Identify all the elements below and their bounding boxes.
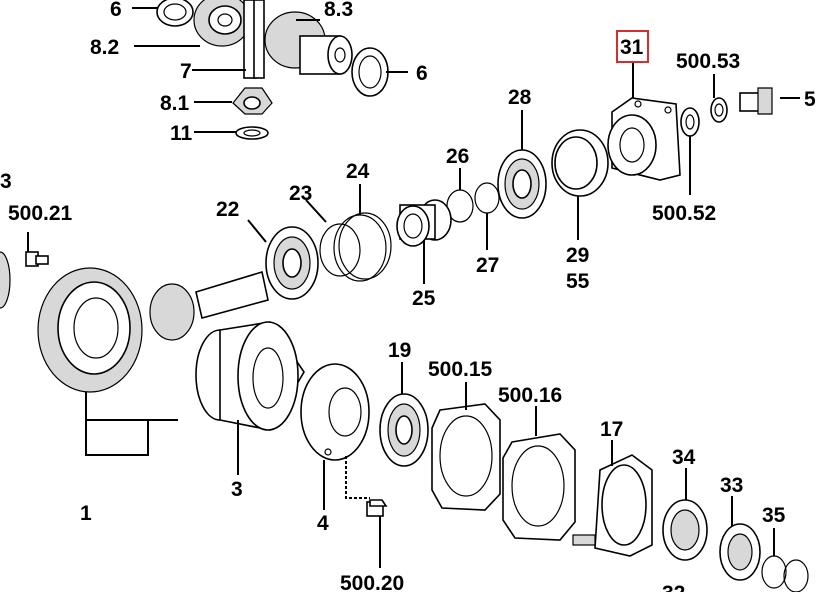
part-7-cross-shaft	[243, 0, 265, 79]
label-500-20: 500.20	[340, 572, 404, 592]
part-8-1-pinion-gear	[232, 87, 273, 115]
part-29-55-seal	[551, 129, 609, 197]
label-24: 24	[346, 160, 370, 183]
part-500-21-bolt	[25, 251, 49, 267]
label-11: 11	[170, 122, 193, 145]
part-25-sleeve	[396, 199, 452, 247]
leader-lines	[27, 7, 800, 568]
part-3-housing	[195, 321, 305, 431]
part-11-thrust-washer	[235, 126, 269, 140]
part-500-53-ring	[710, 97, 728, 123]
part-500-15-gasket	[431, 403, 501, 511]
part-8-2-side-gear	[193, 0, 251, 47]
label-35: 35	[762, 504, 786, 527]
label-28: 28	[508, 86, 532, 109]
label-6-a: 6	[110, 0, 122, 21]
part-1-crown-wheel	[37, 267, 143, 393]
part-pinion-shaft	[149, 270, 269, 341]
part-6-washer-top-right	[351, 47, 389, 97]
label-22: 22	[216, 198, 239, 221]
part-27-ring	[474, 182, 500, 214]
label-clipped-3: 3	[0, 170, 12, 193]
label-26: 26	[446, 145, 469, 168]
label-31: 31	[620, 36, 644, 59]
part-17-bearing-cap	[572, 454, 653, 557]
label-500-52: 500.52	[652, 202, 716, 225]
label-33: 33	[720, 474, 743, 497]
label-23: 23	[289, 182, 312, 205]
part-31-flange	[607, 97, 681, 181]
part-28-bearing	[497, 149, 547, 219]
part-22-bearing	[265, 226, 319, 300]
label-3: 3	[231, 478, 243, 501]
label-34: 34	[672, 446, 696, 469]
part-500-16-gasket	[502, 433, 576, 541]
label-clipped-bottom: 32	[662, 582, 685, 592]
label-8-1: 8.1	[160, 92, 190, 115]
part-34-ring	[662, 499, 708, 561]
label-6-b: 6	[416, 62, 428, 85]
highlight-box-31	[616, 30, 649, 63]
label-500-15: 500.15	[428, 358, 493, 381]
part-19-bearing	[379, 393, 429, 467]
label-29: 29	[566, 244, 589, 267]
part-500-20-bolt	[366, 499, 388, 517]
part-35-rings	[761, 555, 809, 592]
label-4: 4	[317, 512, 329, 535]
label-8-3: 8.3	[324, 0, 353, 21]
label-500-53: 500.53	[676, 50, 740, 73]
part-8-3-side-gear	[264, 11, 353, 75]
part-bolt-top-right	[739, 87, 773, 115]
part-24-ring	[333, 212, 392, 282]
label-19: 19	[388, 339, 411, 362]
part-33-bearing	[719, 523, 761, 581]
label-7: 7	[180, 60, 192, 83]
part-23-ring	[319, 223, 361, 277]
part-crown-left-edge	[0, 251, 11, 309]
label-500-21: 500.21	[8, 202, 73, 225]
label-5-clipped: 5	[804, 88, 816, 111]
label-8-2: 8.2	[90, 36, 119, 59]
label-27: 27	[476, 254, 499, 277]
label-1: 1	[80, 502, 92, 525]
part-500-52-washer	[680, 107, 700, 137]
label-25: 25	[412, 287, 436, 310]
label-55: 55	[566, 270, 590, 293]
label-17: 17	[600, 418, 623, 441]
label-500-16: 500.16	[498, 384, 562, 407]
part-6-washer-top-left	[156, 0, 194, 27]
part-4-cover	[300, 363, 370, 461]
